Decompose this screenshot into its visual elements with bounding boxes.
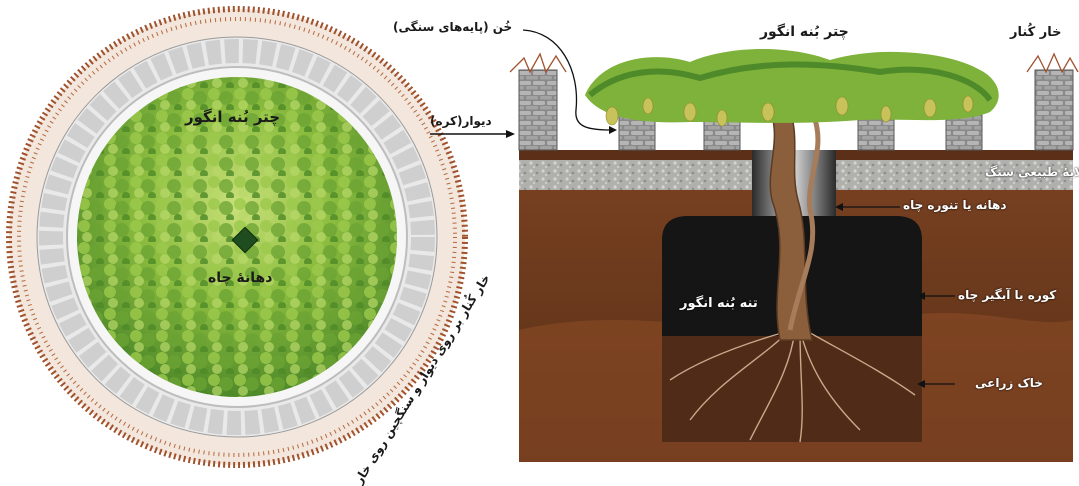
reservoir-soil xyxy=(662,336,922,442)
top-view xyxy=(9,9,465,465)
wall-arrow xyxy=(430,130,515,138)
soil-label: خاک زراعی xyxy=(975,376,1043,390)
reservoir-label: کوره یا آبگیر چاه xyxy=(958,288,1056,302)
wall-label: دیوار(کره) xyxy=(430,114,492,128)
section-thorn-label: خار کُنار xyxy=(1010,25,1062,40)
khon-label: خُن (پایه‌های سنگی) xyxy=(393,20,512,34)
stone-layer-label: لایۀ طبیعی سنگ xyxy=(985,165,1079,179)
pillar-6 xyxy=(1035,70,1073,150)
vine-canopy xyxy=(585,49,999,126)
section-canopy-label: چتر بُنه انگور xyxy=(760,24,849,40)
trunk-label: تنه بُنه انگور xyxy=(680,296,758,311)
section-view xyxy=(510,30,1078,462)
well-mouth-label: دهانۀ چاه xyxy=(208,270,272,286)
pillar-1 xyxy=(519,70,557,150)
well-collar-label: دهانه یا تنوره چاه xyxy=(903,198,1006,212)
top-canopy-label: چتر بُنه انگور xyxy=(185,108,280,126)
